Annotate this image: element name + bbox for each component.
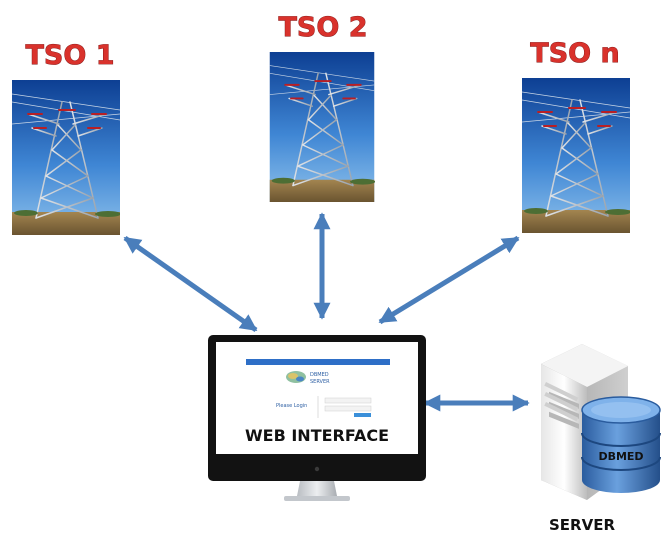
screen-app-name-line1: DBMED xyxy=(310,372,329,378)
tso-2-tower-image xyxy=(269,52,375,202)
web-interface-monitor: DBMED SERVER Please Login WEB INTERFACE xyxy=(208,335,426,501)
database-label: DBMED xyxy=(598,450,643,463)
tso-1-title: TSO 1 xyxy=(25,40,114,71)
screen-login-button xyxy=(354,413,371,417)
tso-1-tower-image xyxy=(12,80,120,235)
web-interface-label-box xyxy=(226,421,408,449)
web-interface-label: WEB INTERFACE xyxy=(245,426,389,445)
monitor-power-light xyxy=(314,466,320,472)
monitor-stand xyxy=(297,481,337,496)
screen-logo-icon xyxy=(286,371,306,383)
server-label: SERVER xyxy=(549,516,615,534)
screen-username-field xyxy=(324,397,372,404)
screen-app-name-line2: SERVER xyxy=(310,379,330,385)
tso-n-tower-image xyxy=(522,78,630,233)
screen-header-bar xyxy=(246,359,390,365)
screen-password-field xyxy=(324,405,372,412)
tso-2-title: TSO 2 xyxy=(278,12,367,43)
arrow-tso1-web xyxy=(123,235,258,333)
tso-n-title: TSO n xyxy=(530,38,619,69)
arrow-tson-web xyxy=(378,235,520,325)
database-cylinder-icon xyxy=(581,396,661,493)
monitor-base xyxy=(284,496,350,501)
screen-login-prompt: Please Login xyxy=(276,403,307,409)
